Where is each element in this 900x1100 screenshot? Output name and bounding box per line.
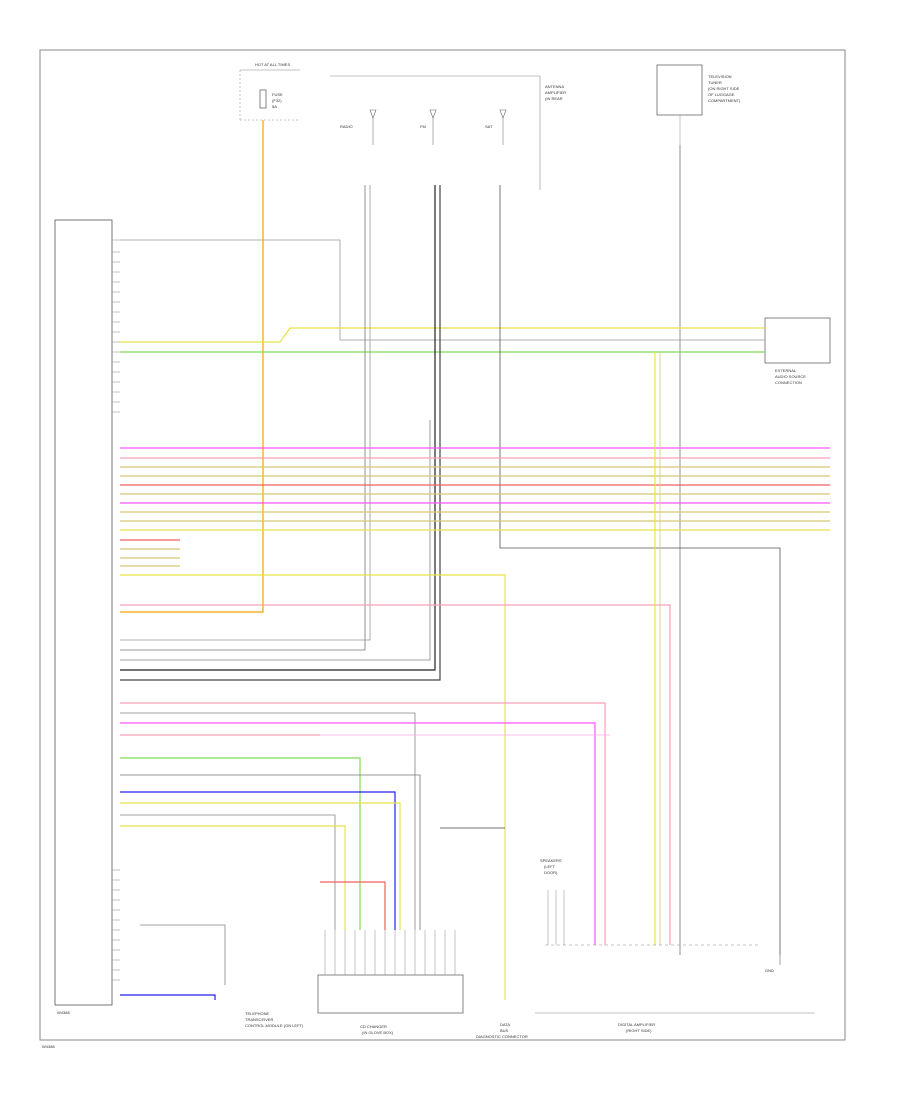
svg-text:TRANSCEIVER: TRANSCEIVER [245,1017,274,1022]
wire-pink-tv [120,604,671,945]
svg-text:(IN REAR: (IN REAR [545,96,563,101]
wire-pink-amp-1 [120,702,606,945]
svg-text:CD CHANGER: CD CHANGER [360,1024,387,1029]
cd-changer-connectors [324,930,456,975]
wire-coax-left [120,185,371,641]
wire-coax-left-2 [120,185,366,651]
telephone-label: TELEPHONE TRANSCEIVER CONTROL MODULE (ON… [245,1011,304,1028]
svg-text:FM: FM [420,124,426,129]
wire-magenta-amp [120,722,596,945]
cd-changer-box [317,974,464,1014]
svg-text:DIAGNOSTIC CONNECTOR: DIAGNOSTIC CONNECTOR [476,1034,528,1039]
antenna-mid: FM [420,109,437,145]
speaker-connectors [545,890,760,946]
wire-yellow-cd-2 [120,825,346,930]
wire-yellow-audio [120,327,765,343]
fuse-block: HOT AT ALL TIMES FUSE (F32) 5A [239,62,300,121]
svg-text:(F32): (F32) [272,98,282,103]
external-audio-label: EXTERNAL AUDIO SOURCE CONNECTION [775,368,806,385]
wire-grey-cd [120,774,421,930]
wire-coax-mid-2 [120,185,436,671]
tv-tuner-box [656,64,703,116]
svg-text:DOOR): DOOR) [544,870,558,875]
cd-changer-label: CD CHANGER (IN GLOVE BOX) [360,1024,394,1035]
svg-text:SPEAKERS: SPEAKERS [540,858,562,863]
svg-text:(LEFT: (LEFT [544,864,556,869]
svg-text:TELEVISION: TELEVISION [708,74,732,79]
svg-text:AUDIO SOURCE: AUDIO SOURCE [775,374,806,379]
wire-coax-right [499,185,781,955]
svg-text:TELEPHONE: TELEPHONE [245,1011,270,1016]
external-audio-box [764,317,831,364]
svg-text:(RIGHT SIDE): (RIGHT SIDE) [626,1028,652,1033]
svg-text:BUS: BUS [500,1028,509,1033]
svg-text:GND: GND [765,968,774,973]
svg-text:OF LUGGAGE: OF LUGGAGE [708,92,735,97]
svg-text:CONTROL MODULE (ON LEFT): CONTROL MODULE (ON LEFT) [245,1023,304,1028]
svg-text:TUNER: TUNER [708,80,722,85]
wire-grey-top [120,239,765,341]
antenna-left: RADIO [340,109,377,145]
wire-grey-amp [120,712,416,930]
wire-red-cd [320,881,386,930]
svg-text:ANTENNA: ANTENNA [545,84,564,89]
wire-grey-cd-2 [120,814,336,930]
svg-text:DATA: DATA [500,1022,510,1027]
wire-green-cd [120,757,361,930]
page-id-label: W4388 [42,1044,55,1049]
tv-tuner-label: TELEVISION TUNER (ON RIGHT SIDE OF LUGGA… [708,74,741,103]
svg-text:CONNECTION: CONNECTION [775,380,802,385]
svg-text:SAT: SAT [485,124,493,129]
svg-text:5A: 5A [272,104,277,109]
module-pins [112,239,120,981]
data-bus-label: DATA BUS DIAGNOSTIC CONNECTOR [476,1022,528,1039]
antenna-module-label: ANTENNA AMPLIFIER (IN REAR [545,84,566,101]
radio-module-box [54,219,113,1006]
svg-text:FUSE: FUSE [272,92,283,97]
svg-text:(ON RIGHT SIDE: (ON RIGHT SIDE [708,86,740,91]
speaker-group-label: SPEAKERS (LEFT DOOR) [540,858,562,875]
ground-symbol: GND [765,955,781,973]
svg-text:RADIO: RADIO [340,124,353,129]
wire-blue-cd [120,791,396,930]
module-id-label: W4388 [57,1010,70,1015]
svg-text:HOT AT ALL TIMES: HOT AT ALL TIMES [255,62,290,67]
wire-coax-mid-3 [120,420,431,661]
svg-text:DIGITAL AMPLIFIER: DIGITAL AMPLIFIER [618,1022,655,1027]
wire-coax-mid-1 [120,185,441,681]
wire-grey-phone [140,924,226,985]
wire-yellow-databus [120,574,506,1000]
svg-text:COMPARTMENT): COMPARTMENT) [708,98,741,103]
svg-text:AMPLIFIER: AMPLIFIER [545,90,566,95]
svg-text:(IN GLOVE BOX): (IN GLOVE BOX) [362,1030,394,1035]
digital-amp-label: DIGITAL AMPLIFIER (RIGHT SIDE) [618,1022,655,1033]
wire-yellow-cd [120,802,401,930]
antenna-right: SAT [485,109,507,145]
wire-blue-phone [120,994,216,1000]
wire-orange-power [120,120,264,613]
diagram-border [39,49,846,1041]
svg-text:EXTERNAL: EXTERNAL [775,368,797,373]
